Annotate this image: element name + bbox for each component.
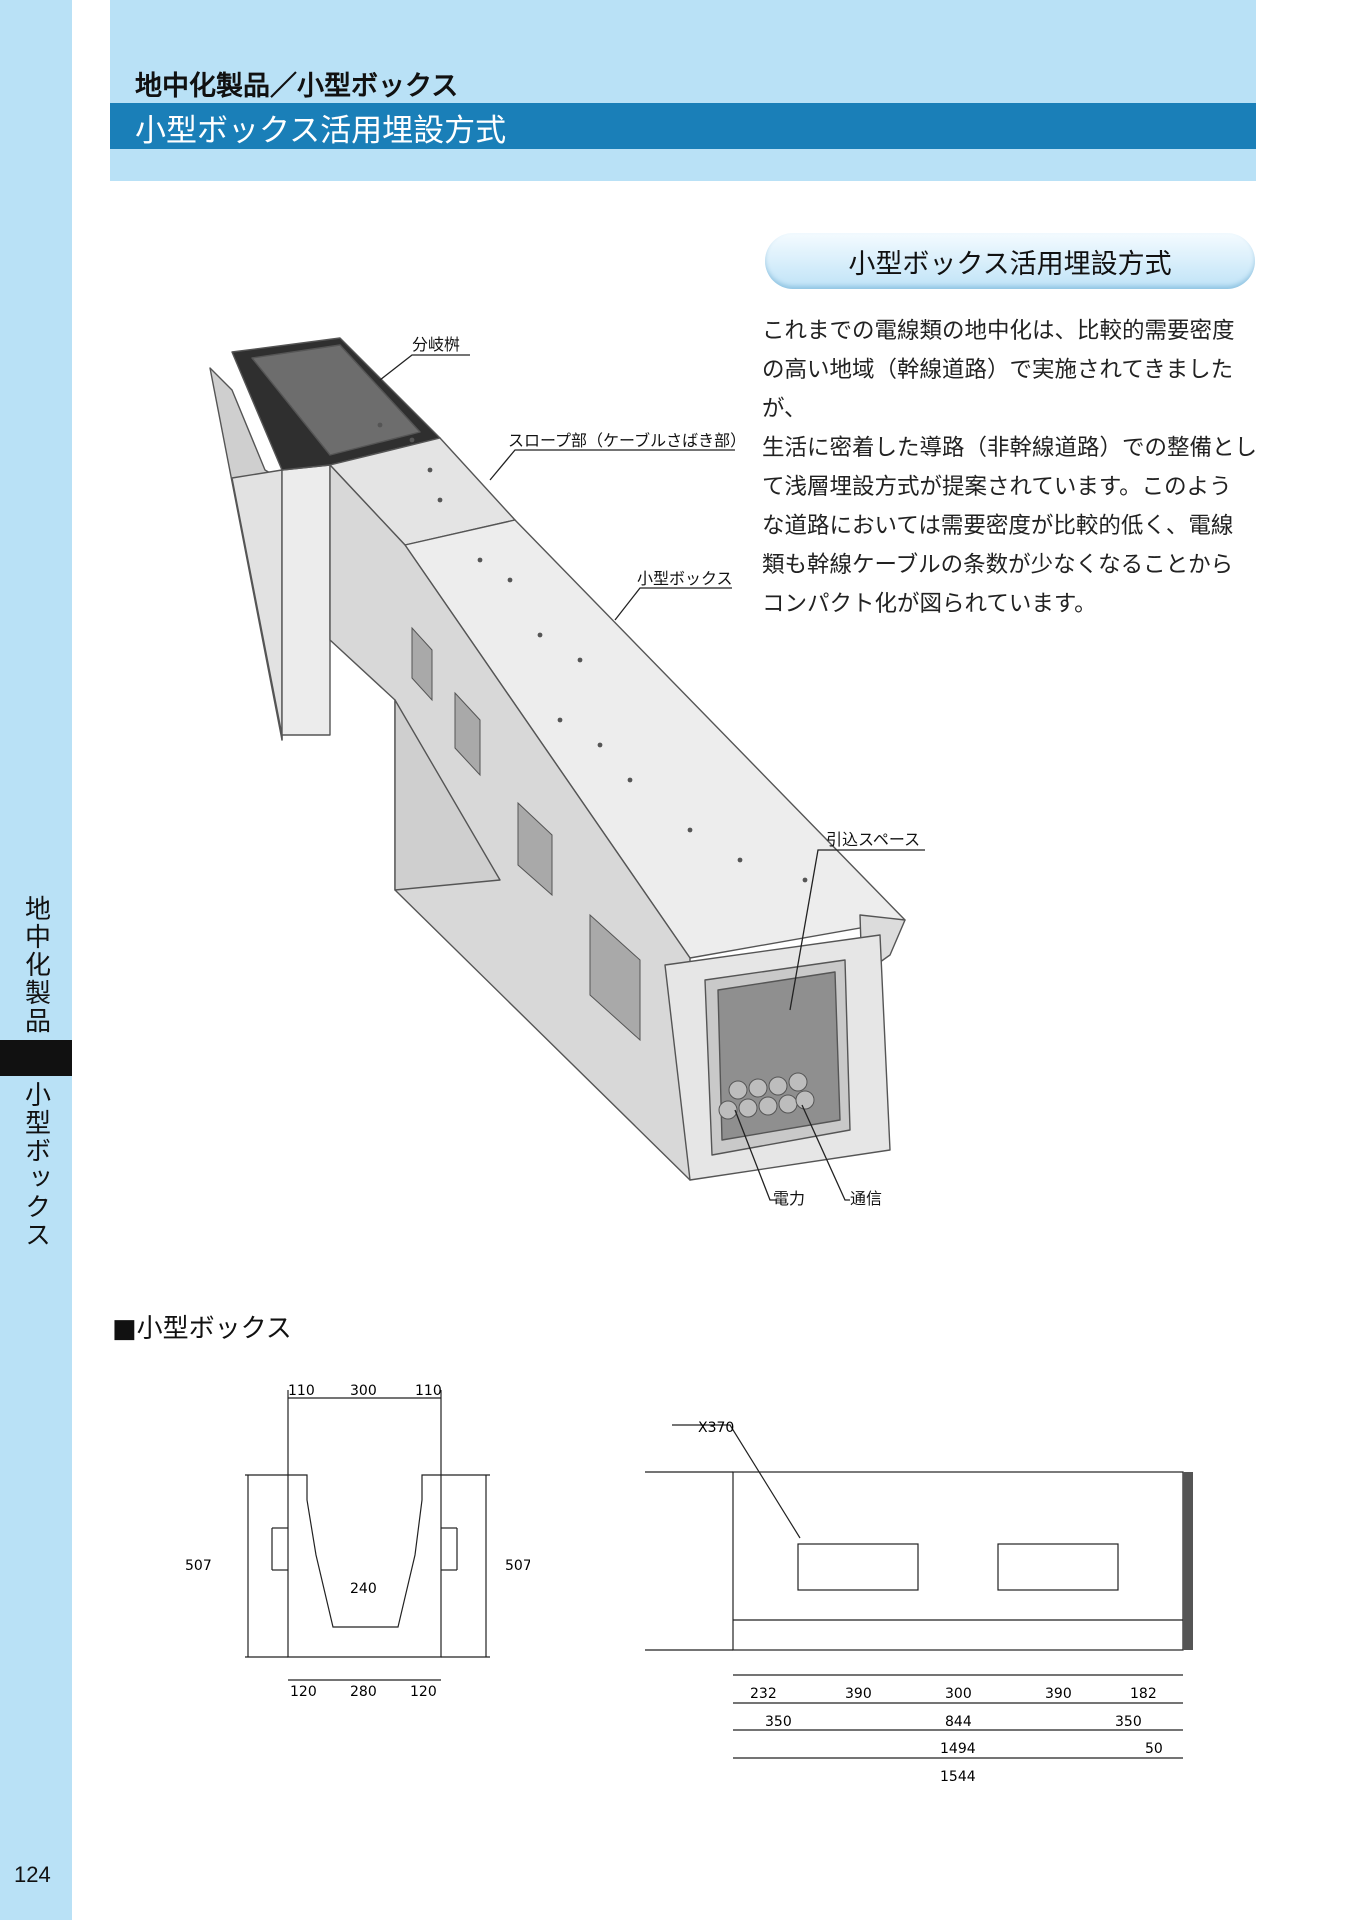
category-label: 地中化製品／小型ボックス — [135, 71, 459, 102]
dim-row3-1: 1494 — [940, 1741, 976, 1757]
intro-text: これまでの電線類の地中化は、比較的需要密度 の高い地域（幹線道路）で実施されてき… — [762, 312, 1262, 624]
box-illustration: 分岐桝 スロープ部（ケーブルさばき部） 小型ボックス 引込スペース 電力 通信 — [209, 335, 925, 1208]
dim-row1-5: 182 — [1130, 1686, 1157, 1702]
intro-line: 類も幹線ケーブルの条数が少なくなることから — [762, 552, 1234, 578]
dim-row1-3: 300 — [945, 1686, 972, 1702]
title-bar — [110, 103, 1256, 149]
sidebar-tab-active-marker — [0, 1040, 72, 1076]
dim-row3-2: 50 — [1145, 1741, 1163, 1757]
label-power: 電力 — [773, 1189, 805, 1208]
intro-line: これまでの電線類の地中化は、比較的需要密度 — [762, 318, 1235, 344]
intro-line: コンパクト化が図られています。 — [762, 591, 1097, 617]
dim-bottom-3: 120 — [410, 1684, 437, 1700]
dim-bottom-1: 120 — [290, 1684, 317, 1700]
dim-row1-1: 232 — [750, 1686, 777, 1702]
intro-line: な道路においては需要密度が比較的低く、電線 — [762, 513, 1234, 539]
dim-bottom-2: 280 — [350, 1684, 377, 1700]
label-small-box: 小型ボックス — [637, 569, 733, 588]
intro-line: て浅層埋設方式が提案されています。このよう — [762, 474, 1232, 500]
front-section-drawing: 110 300 110 120 280 120 507 507 240 — [185, 1383, 530, 1700]
page-header — [110, 0, 1256, 181]
dim-right-total: 507 — [505, 1558, 530, 1574]
dim-left-total: 507 — [185, 1558, 212, 1574]
dim-top-2: 300 — [350, 1383, 377, 1399]
sidebar-tab-underground-products[interactable]: 地中化製品 — [20, 895, 51, 1035]
intro-line: の高い地域（幹線道路）で実施されてきましたが、 — [762, 357, 1234, 422]
dim-row1-2: 390 — [845, 1686, 872, 1702]
page-number: 124 — [14, 1862, 51, 1887]
dim-row2-3: 350 — [1115, 1714, 1142, 1730]
callout-x370: X370 — [698, 1420, 734, 1436]
sidebar-tab-small-box[interactable]: 小型ボックス — [20, 1081, 51, 1249]
section-title: ■小型ボックス — [112, 1314, 292, 1344]
side-elevation-drawing: X370 232 390 300 390 182 350 844 350 149… — [645, 1420, 1193, 1785]
dim-top-3: 110 — [415, 1383, 442, 1399]
label-branch-basin: 分岐桝 — [412, 335, 460, 354]
dim-row2-1: 350 — [765, 1714, 792, 1730]
dim-row1-4: 390 — [1045, 1686, 1072, 1702]
dim-row2-2: 844 — [945, 1714, 972, 1730]
dim-row4-1: 1544 — [940, 1769, 976, 1785]
label-service-space: 引込スペース — [826, 830, 920, 849]
page-title: 小型ボックス活用埋設方式 — [135, 113, 507, 149]
label-slope-section: スロープ部（ケーブルさばき部） — [508, 431, 746, 450]
intro-line: 生活に密着した導路（非幹線道路）での整備とし — [762, 435, 1258, 461]
dim-top-1: 110 — [288, 1383, 315, 1399]
label-communication: 通信 — [850, 1189, 882, 1208]
sidebar — [0, 0, 72, 1920]
dim-inner-width: 240 — [350, 1581, 377, 1597]
intro-heading: 小型ボックス活用埋設方式 — [765, 233, 1255, 289]
